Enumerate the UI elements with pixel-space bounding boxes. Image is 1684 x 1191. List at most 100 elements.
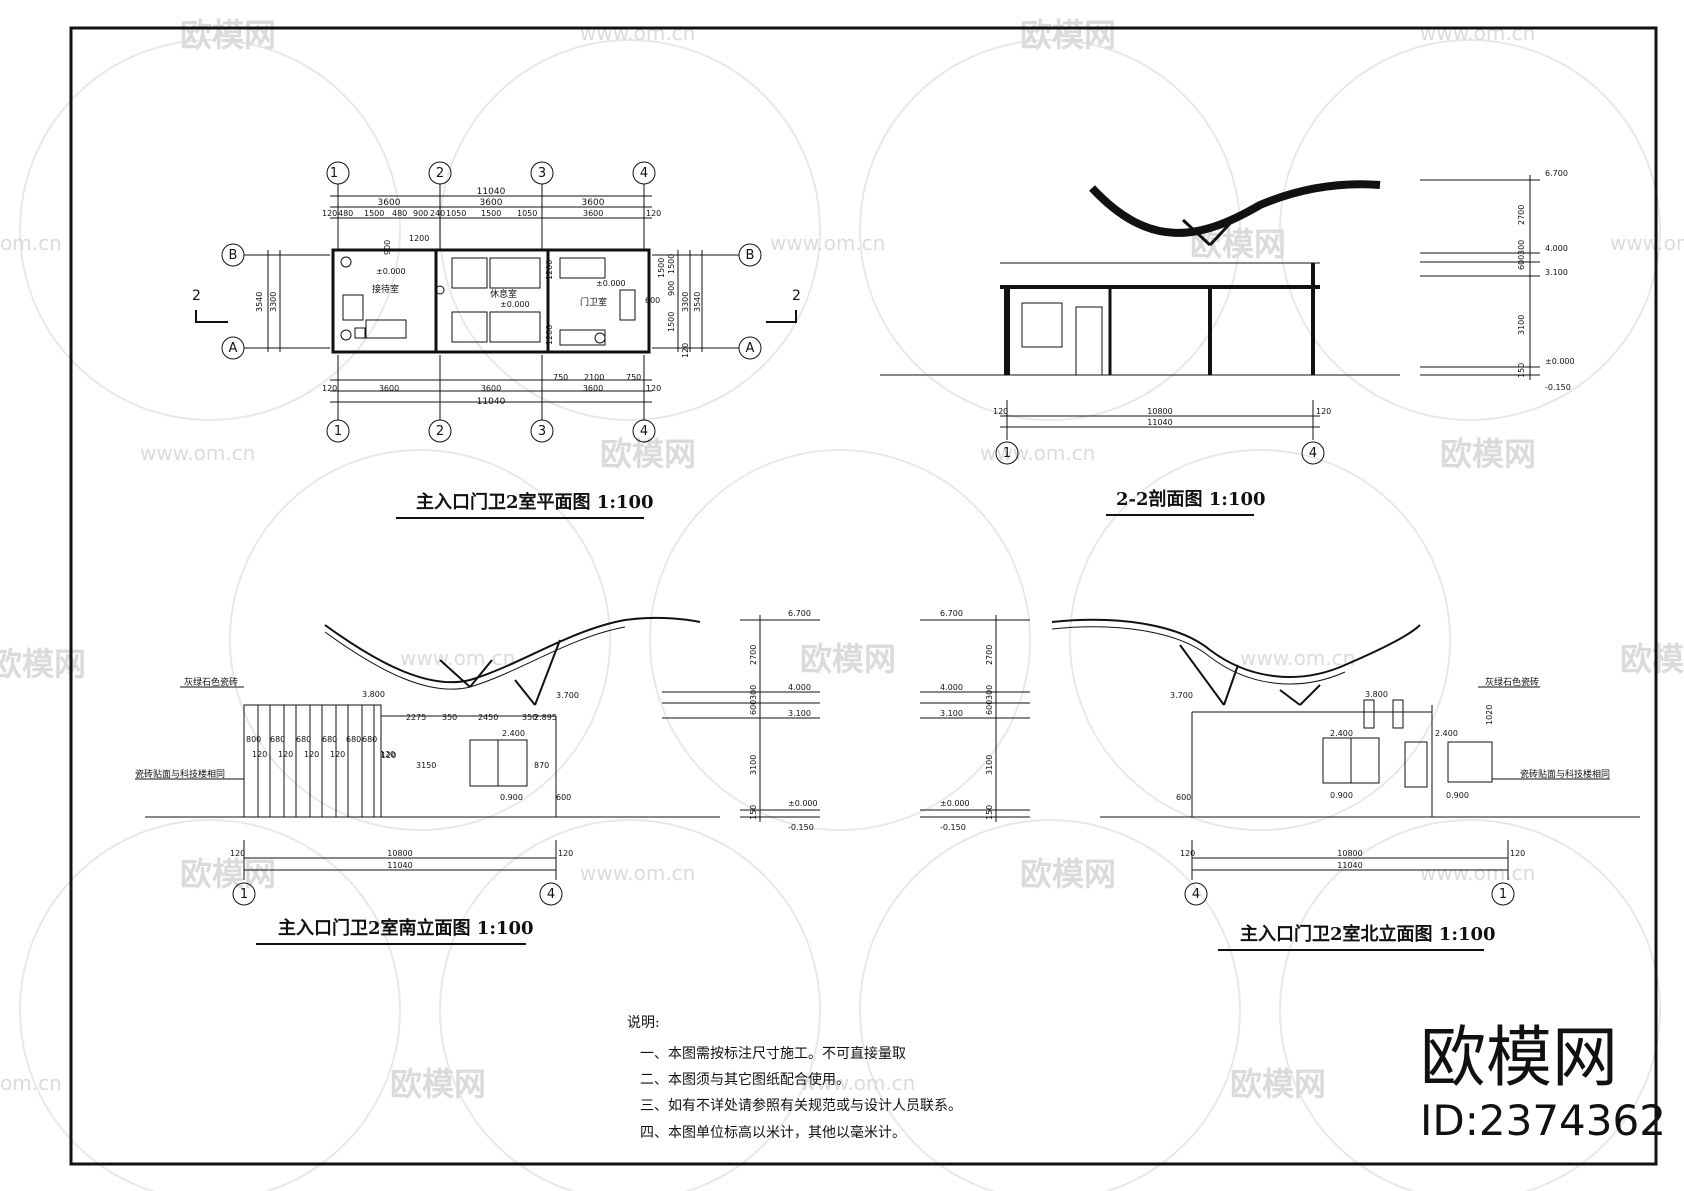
section-title: 2-2剖面图 1:100	[1116, 488, 1266, 510]
notes-heading: 说明:	[627, 1015, 660, 1031]
brand-id: ID:2374362	[1420, 1096, 1666, 1145]
south-dim-d1: 350	[442, 713, 457, 722]
plan-sub-dim: 120	[646, 209, 661, 218]
south-elevation-drawing	[135, 615, 820, 906]
north-level: 3.100	[940, 709, 963, 718]
north-bottom-dim: 10800	[1337, 849, 1362, 858]
plan-bottom-dim: 3600	[379, 384, 399, 393]
north-vdim: 300	[985, 685, 994, 700]
plan-sub-dim: 1500	[364, 209, 384, 218]
section-dim: 10800	[1147, 407, 1172, 416]
north-title: 主入口门卫2室北立面图 1:100	[1240, 923, 1496, 945]
section-vdim: 150	[1517, 363, 1526, 378]
plan-axis-label: 2	[436, 166, 444, 181]
north-vdim: 2700	[985, 645, 994, 665]
plan-elevation: ±0.000	[500, 300, 530, 309]
plan-right-dim: 3540	[693, 292, 702, 312]
plan-axis-label: 3	[538, 424, 546, 439]
plan-bottom-dim: 120	[322, 384, 337, 393]
note-item: 二、本图须与其它图纸配合使用。	[640, 1071, 850, 1088]
south-bottom-dim: 10800	[387, 849, 412, 858]
north-bottom-dim: 120	[1180, 849, 1195, 858]
plan-side-dim: 3540	[255, 292, 264, 312]
plan-right-dim: 3300	[681, 292, 690, 312]
section-level: 6.700	[1545, 169, 1568, 178]
plan-sub-dim: 240	[430, 209, 445, 218]
plan-total-dim: 11040	[477, 187, 506, 197]
plan-row-label: B	[229, 248, 238, 263]
notes-block: 说明: 一、本图需按标注尺寸施工。不可直接量取 二、本图须与其它图纸配合使用。 …	[627, 1015, 962, 1141]
plan-sub-dim: 1050	[517, 209, 537, 218]
plan-row-label: A	[229, 341, 238, 356]
south-vdim: 3100	[749, 755, 758, 775]
south-dim: 680	[296, 735, 311, 744]
plan-sub-dim: 3600	[583, 209, 603, 218]
south-window-sill: 0.900	[500, 793, 523, 802]
plan-axis-label: 2	[436, 424, 444, 439]
north-elevation-labels: 灰绿石色瓷砖 瓷砖贴面与科技楼相同 3.800 3.700 2.400 2.40…	[940, 609, 1610, 902]
watermark-url: www.om.cn	[1240, 646, 1355, 670]
section-vdim: 3100	[1517, 315, 1526, 335]
plan-axis-label: 4	[640, 166, 648, 181]
section-mark-label: 2	[792, 288, 801, 304]
watermark-url-short: om.cn	[0, 231, 62, 255]
south-dim2: 120	[304, 750, 319, 759]
section-mark-label: 2	[192, 288, 201, 304]
watermark-url: www.om.cn	[580, 861, 695, 885]
section-drawing	[880, 175, 1540, 465]
south-dim: 680	[362, 735, 377, 744]
watermark-url: www.om.cn	[1610, 231, 1684, 255]
plan-bottom-bay: 3600	[583, 384, 603, 393]
plan-right-dim: 120	[681, 343, 690, 358]
south-axis-label: 4	[547, 887, 555, 902]
watermark-brand: 欧模网	[1440, 435, 1536, 473]
section-labels: 1 4 120 10800 120 11040 6.700 4.000 3.10…	[993, 169, 1575, 461]
north-window-sill: 0.900	[1446, 791, 1469, 800]
plan-small-dim: 600	[645, 296, 660, 305]
south-title: 主入口门卫2室南立面图 1:100	[278, 917, 534, 939]
plan-right-dim: 1200	[545, 260, 554, 280]
south-label: 瓷砖贴面与科技楼相同	[135, 768, 225, 780]
plan-axis-label: 4	[640, 424, 648, 439]
plan-bottom-dim: 750	[626, 373, 641, 382]
watermark-url: www.om.cn	[770, 231, 885, 255]
south-dim2: 120	[278, 750, 293, 759]
south-level: 6.700	[788, 609, 811, 618]
plan-elevation: ±0.000	[376, 267, 406, 276]
watermark-url: www.om.cn	[580, 21, 695, 45]
north-dim: 600	[1176, 793, 1191, 802]
south-dim-d6: 120	[381, 751, 396, 760]
north-level: 6.700	[940, 609, 963, 618]
section-dim: 120	[1316, 407, 1331, 416]
south-dim-d1: 2450	[478, 713, 498, 722]
plan-sub-dim: 480	[338, 209, 353, 218]
south-dim: 680	[346, 735, 361, 744]
north-window-top: 2.400	[1330, 729, 1353, 738]
north-vdim: 600	[985, 700, 994, 715]
south-dim-d1: 350	[522, 713, 537, 722]
plan-right-dim: 1200	[545, 325, 554, 345]
watermark-brand: 欧模网	[600, 435, 696, 473]
section-dim: 120	[993, 407, 1008, 416]
section-level: -0.150	[1545, 383, 1571, 392]
plan-bottom-dim: 120	[646, 384, 661, 393]
north-dim: 1020	[1485, 705, 1494, 725]
watermark-layer: 欧模网 欧模网 www.om.cn www.om.cn om.cn www.om…	[0, 16, 1684, 1191]
plan-bay-dim: 3600	[582, 198, 605, 208]
plan-mid-dim: 1200	[409, 234, 429, 243]
north-axis-label: 1	[1499, 887, 1507, 902]
north-level: -0.150	[940, 823, 966, 832]
sheet-frame	[69, 26, 1658, 1166]
north-level: 4.000	[940, 683, 963, 692]
north-window-top: 2.400	[1435, 729, 1458, 738]
plan-bottom-total: 11040	[477, 397, 506, 407]
section-level: 4.000	[1545, 244, 1568, 253]
section-axis-label: 1	[1003, 446, 1011, 461]
plan-axis-label: 3	[538, 166, 546, 181]
north-height: 3.800	[1365, 690, 1388, 699]
note-item: 四、本图单位标高以米计，其他以毫米计。	[640, 1124, 906, 1141]
north-bottom-dim: 120	[1510, 849, 1525, 858]
plan-axis-label: 1	[334, 424, 342, 439]
north-height: 3.700	[1170, 691, 1193, 700]
